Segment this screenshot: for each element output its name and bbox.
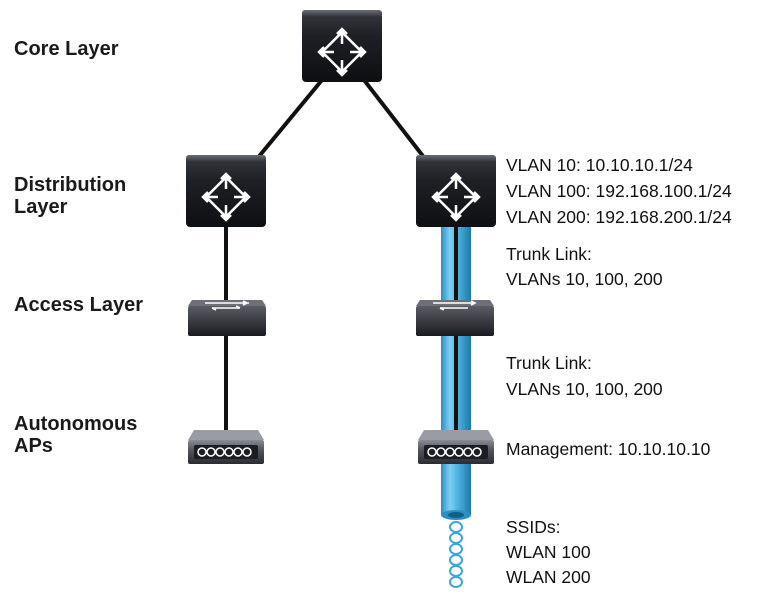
layer2-switch-icon (205, 300, 249, 311)
distribution-switch-left (186, 155, 266, 227)
ssid-wlan-100: WLAN 100 (506, 542, 591, 562)
trunk-link-1-title: Trunk Link: (506, 244, 592, 264)
management-annotation: Management: 10.10.10.10 (506, 439, 711, 459)
core-to-dist-right-link (362, 78, 428, 162)
access-layer-label: Access Layer (14, 294, 143, 316)
trunk-link-2-title: Trunk Link: (506, 353, 592, 373)
ssids-title: SSIDs: (506, 517, 561, 537)
multilayer-switch-icon (431, 172, 481, 222)
autonomous-aps-label-line2: APs (14, 435, 53, 457)
layer2-switch-icon (433, 300, 477, 311)
autonomous-ap-right (418, 430, 494, 464)
multilayer-switch-icon (317, 27, 367, 77)
multilayer-switch-icon (201, 172, 251, 222)
distribution-switch-right (416, 155, 496, 227)
trunk-link-2-vlans: VLANs 10, 100, 200 (506, 379, 663, 399)
core-switch (302, 10, 382, 82)
vlan200-annotation: VLAN 200: 192.168.200.1/24 (506, 207, 732, 227)
distribution-layer-label-line2: Layer (14, 196, 68, 218)
ssid-wlan-200: WLAN 200 (506, 567, 591, 587)
access-point-icon (427, 447, 482, 457)
vlan10-annotation: VLAN 10: 10.10.10.1/24 (506, 155, 693, 175)
vlan100-annotation: VLAN 100: 192.168.100.1/24 (506, 181, 732, 201)
core-layer-label: Core Layer (14, 38, 119, 60)
wireless-signal-icon (449, 521, 463, 588)
access-switch-right (416, 300, 494, 336)
trunk-link-1-vlans: VLANs 10, 100, 200 (506, 269, 663, 289)
autonomous-aps-label-line1: Autonomous (14, 413, 138, 435)
core-to-dist-left-link (254, 78, 324, 162)
access-point-icon (197, 447, 252, 457)
distribution-layer-label-line1: Distribution (14, 174, 127, 196)
autonomous-ap-left (188, 430, 264, 464)
access-switch-left (188, 300, 266, 336)
